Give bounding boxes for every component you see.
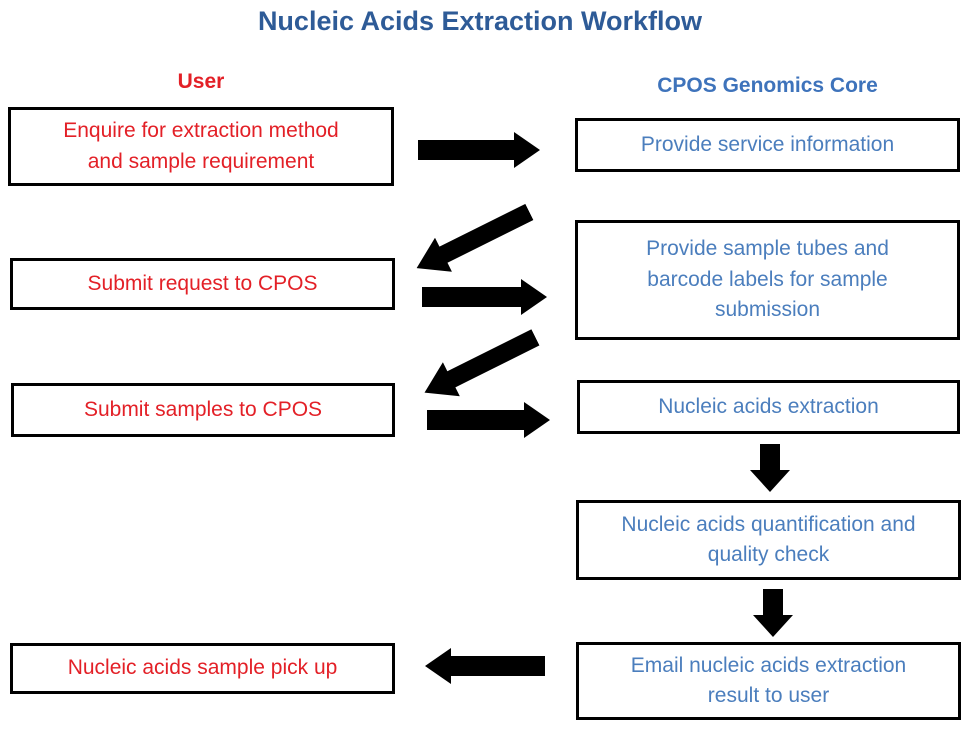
arrow-tubes-to-submit-samples-diagonal-icon	[424, 329, 540, 397]
core-step-sample-tubes-box: Provide sample tubes and barcode labels …	[575, 220, 960, 340]
core-step-extraction-box: Nucleic acids extraction	[577, 380, 960, 434]
core-column-header: CPOS Genomics Core	[657, 74, 878, 97]
arrow-email-to-pickup-left-icon	[425, 648, 545, 684]
arrow-enquire-to-service-right-icon	[418, 132, 540, 168]
user-step-sample-pickup-box: Nucleic acids sample pick up	[10, 643, 395, 694]
core-step-email-result-box: Email nucleic acids extraction result to…	[576, 642, 961, 720]
arrow-extraction-to-quantification-down-icon	[750, 444, 790, 492]
arrow-quantification-to-email-down-icon	[753, 589, 793, 637]
arrow-service-to-submit-request-diagonal-icon	[416, 203, 534, 272]
core-step-service-info-box: Provide service information	[575, 118, 960, 172]
user-column-header: User	[177, 70, 225, 93]
arrow-submit-samples-to-extraction-right-icon	[427, 402, 550, 438]
user-step-enquire-box: Enquire for extraction method and sample…	[8, 107, 394, 186]
diagram-title: Nucleic Acids Extraction Workflow	[257, 6, 703, 36]
core-step-quantification-box: Nucleic acids quantification and quality…	[576, 500, 961, 580]
arrow-submit-request-to-tubes-right-icon	[422, 279, 547, 315]
user-step-submit-request-box: Submit request to CPOS	[10, 258, 395, 310]
user-step-submit-samples-box: Submit samples to CPOS	[11, 383, 395, 437]
